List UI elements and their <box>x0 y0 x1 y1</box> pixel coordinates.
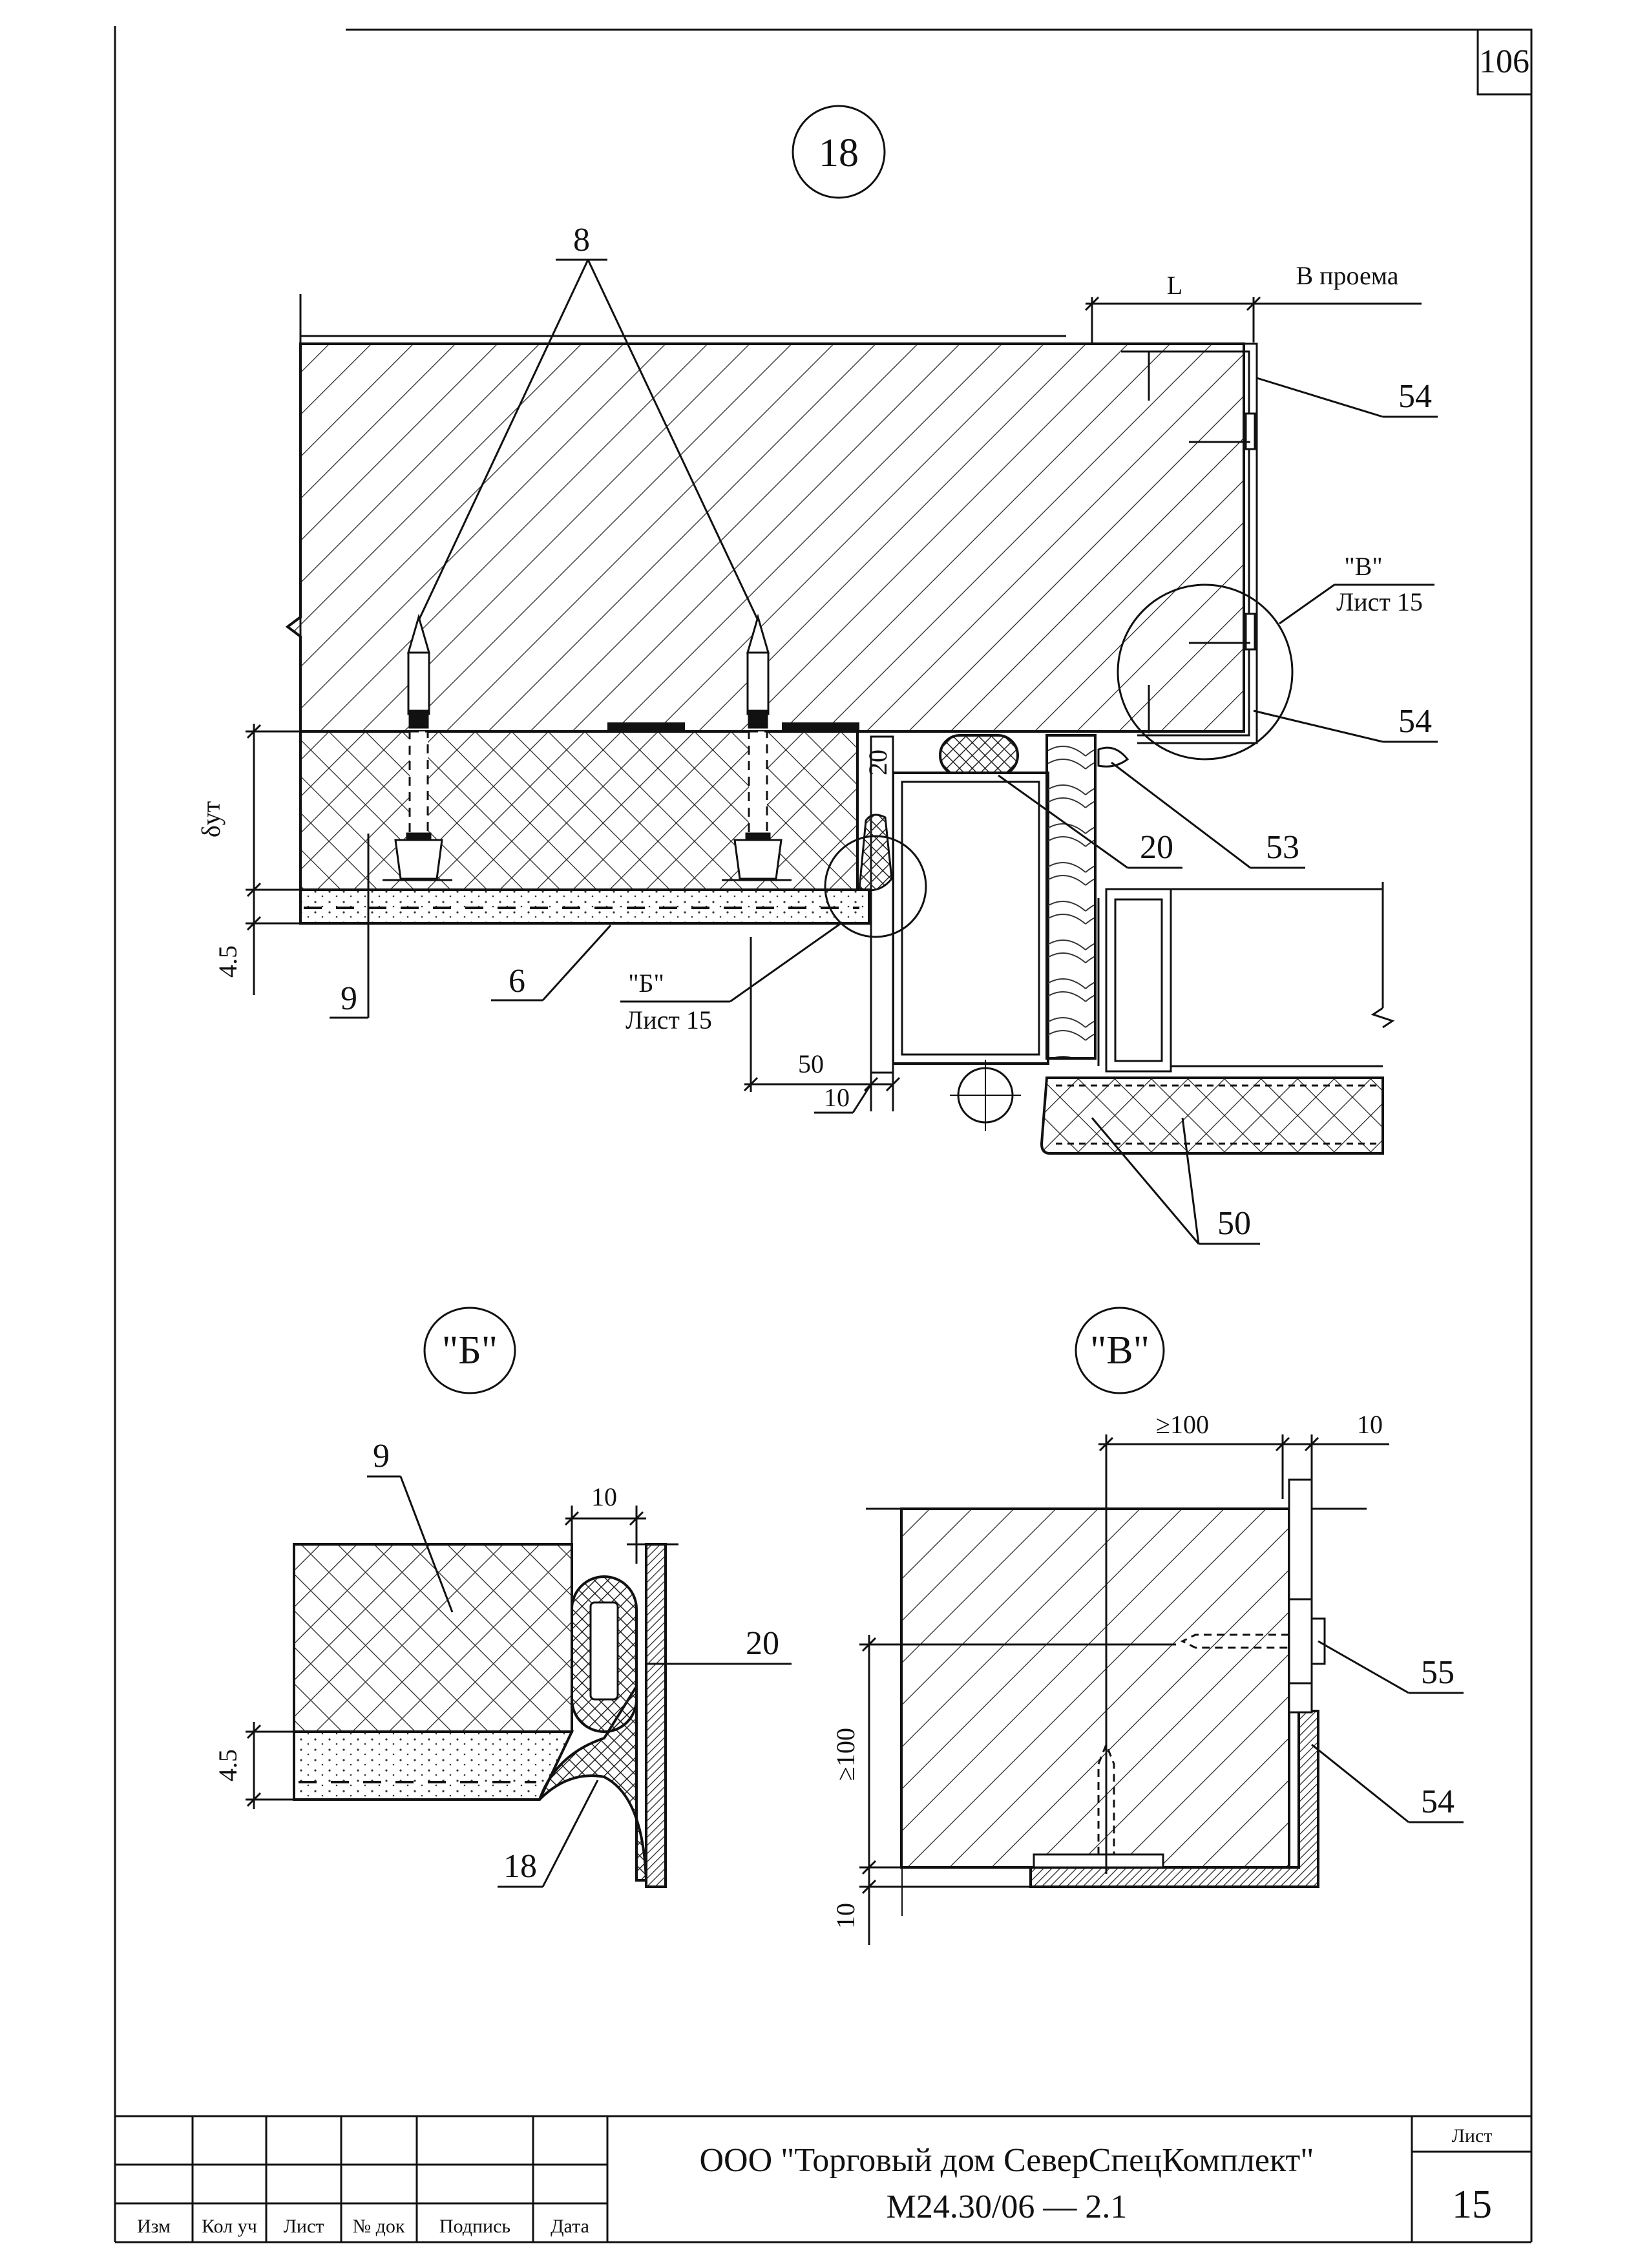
wall-corner <box>900 1507 1290 1869</box>
overlap-dim-label: 50 <box>798 1049 824 1078</box>
trim-top-leader <box>1256 377 1438 418</box>
tb-sheet-label: Лист <box>1452 2125 1493 2147</box>
mesh-callout: 9 <box>341 980 357 1017</box>
detail-V-dim-ge100-top: ≥100 <box>1156 1410 1209 1439</box>
ref-B-sheet: Лист 15 <box>625 1005 712 1034</box>
sheet-frame <box>114 26 1533 2243</box>
tb-header-doc: № док <box>353 2216 405 2237</box>
detail-V-dim-10-left: 10 <box>831 1903 860 1929</box>
title-block <box>115 2115 1531 2242</box>
overlap-dim <box>743 937 892 1111</box>
sheet-number-top: 106 <box>1479 43 1529 80</box>
detail-B: "Б" <box>213 1307 792 1888</box>
detail-18-circle <box>792 105 886 199</box>
trim-bottom-leader <box>1253 709 1438 743</box>
detail-V-ellipse <box>1075 1307 1165 1394</box>
trim-bottom-callout: 54 <box>1398 703 1432 740</box>
tb-sheet-no: 15 <box>1452 2183 1492 2227</box>
tb-doc-code: М24.30/06 — 2.1 <box>887 2189 1128 2225</box>
detail-18-label: 18 <box>819 131 859 175</box>
ref-V-sheet: Лист 15 <box>1336 587 1423 616</box>
detail-B-insulation-callout: 9 <box>373 1438 390 1475</box>
anchor-callout: 8 <box>573 222 590 258</box>
detail-V-fastener-callout: 55 <box>1421 1654 1455 1691</box>
tb-company: ООО "Торговый дом СеверСпецКомплект" <box>699 2142 1314 2179</box>
window-trim-angle <box>1115 342 1258 744</box>
insulation-thickness-label: δут <box>196 801 226 837</box>
frame-profile <box>645 1543 667 1888</box>
detail-V-dims <box>859 1434 1464 1945</box>
tb-header-list: Лист <box>284 2216 324 2237</box>
detail-B-dim-10: 10 <box>591 1482 617 1511</box>
detail-V-dim-ge100-left: ≥100 <box>831 1728 860 1781</box>
ref-circle-B <box>824 835 927 938</box>
sealant-leader <box>1111 761 1305 869</box>
ref-B-leader <box>620 923 841 1003</box>
plaster-block <box>293 1730 574 1801</box>
mesh-leader <box>330 834 370 1019</box>
ref-B-name: "Б" <box>628 969 664 998</box>
gap-dim <box>814 1066 901 1114</box>
dim-20-label: 20 <box>863 750 892 775</box>
plaster-thickness-label: 4.5 <box>213 945 242 978</box>
trim-angle <box>1029 1710 1319 1888</box>
adhesive-strip <box>607 722 685 730</box>
dowel-anchor <box>383 613 452 881</box>
tb-header-sign: Подпись <box>439 2216 510 2237</box>
plaster-layer <box>299 888 870 925</box>
adhesive-strip <box>782 722 859 730</box>
detail-B-ellipse <box>423 1307 516 1394</box>
detail-V-dim-10-top: 10 <box>1357 1410 1383 1439</box>
tb-header-date: Дата <box>551 2216 589 2237</box>
wall-masonry <box>285 342 1245 733</box>
opening-label: В проема <box>1296 261 1398 290</box>
anchor-leader <box>417 258 759 621</box>
insulation-window-callout: 50 <box>1217 1205 1251 1242</box>
detail-V-trim-callout: 54 <box>1421 1783 1455 1820</box>
window-frame <box>858 734 1395 1155</box>
dimension-L-label: L <box>1167 271 1182 300</box>
detail-V: "В" <box>831 1307 1464 1945</box>
insulation-block <box>293 1543 573 1733</box>
detail-18: 18 <box>196 105 1438 1245</box>
fastener <box>1033 1598 1326 1869</box>
detail-B-sealant-callout: 18 <box>503 1848 537 1885</box>
insulation-window-leader <box>1091 1117 1260 1245</box>
tb-header-izm: Изм <box>137 2216 171 2237</box>
gap-dim-label: 10 <box>824 1083 850 1112</box>
sealant-callout: 53 <box>1266 829 1299 866</box>
detail-B-seal-callout: 20 <box>746 1625 779 1662</box>
detail-B-title: "Б" <box>442 1328 498 1372</box>
dowel-anchor <box>722 613 792 881</box>
tb-header-kol: Кол уч <box>202 2216 257 2237</box>
plaster-thickness-dim <box>246 890 300 995</box>
seal-callout: 20 <box>1140 829 1173 866</box>
seal-leader <box>998 774 1182 869</box>
plaster-leader <box>491 924 612 1002</box>
ref-V-name: "В" <box>1344 552 1382 581</box>
trim-top-callout: 54 <box>1398 378 1432 415</box>
detail-V-title: "В" <box>1090 1328 1150 1372</box>
detail-B-dim-45: 4.5 <box>213 1749 242 1781</box>
detail-B-dims <box>246 1475 792 1888</box>
ref-V-leader <box>1279 583 1434 625</box>
plaster-callout: 6 <box>509 963 525 1000</box>
sealant-wedge <box>538 1682 648 1882</box>
dimension-L <box>1084 296 1422 342</box>
ref-circle-V <box>1117 583 1294 761</box>
